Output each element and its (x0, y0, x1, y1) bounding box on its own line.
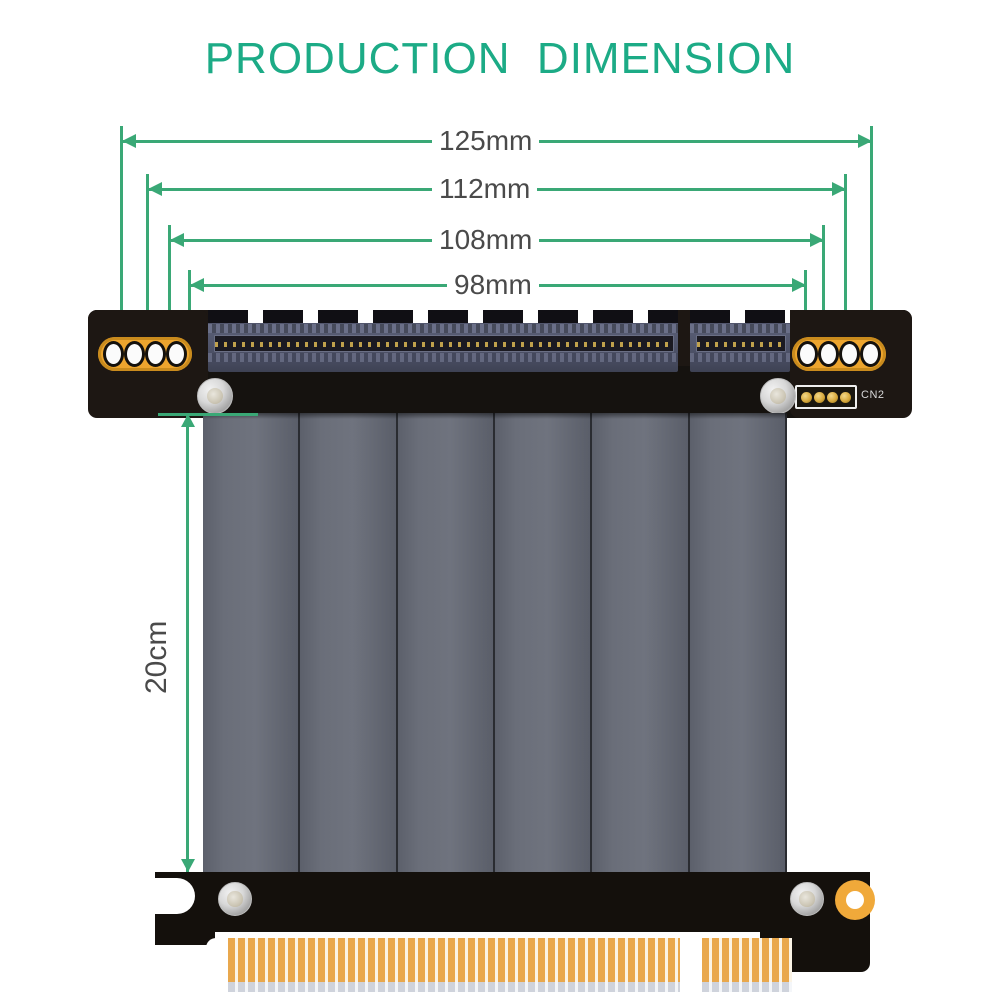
extension-line-108mm-left (168, 225, 171, 314)
pcb-notch-right-tail (870, 932, 910, 980)
solder-pad (839, 341, 860, 367)
cn2-pin (840, 391, 851, 403)
extension-line-112mm-left (146, 174, 149, 314)
cn2-label: CN2 (861, 389, 885, 401)
arrow-down-20cm (181, 859, 195, 872)
dimension-20cm: 20cm (140, 614, 174, 700)
cn2-pin (801, 391, 812, 403)
screw-hole-bottom-right (790, 882, 824, 916)
ribbon-strip (300, 413, 398, 875)
solder-pad (860, 341, 881, 367)
arrow-left-98mm (190, 278, 204, 292)
mounting-hole-gold-ring (835, 880, 875, 920)
pcb-notch-right-step (680, 938, 702, 960)
ribbon-strip (689, 413, 787, 875)
arrow-left-125mm (122, 134, 136, 148)
dimension-125mm: 125mm (432, 125, 540, 157)
extension-line-98mm-right (804, 270, 807, 314)
arrow-right-112mm (832, 182, 846, 196)
dimension-98mm: 98mm (447, 269, 539, 301)
slot-ridge-bottom-short (690, 353, 790, 362)
pcb-notch-left-outer (155, 878, 195, 914)
arrow-left-108mm (170, 233, 184, 247)
screw-hole-top-left (197, 378, 233, 414)
slot-gold-pins-main (215, 342, 673, 347)
page-title: PRODUCTION DIMENSION (204, 34, 796, 83)
dimension-line-20cm (186, 416, 189, 872)
cn2-pin-header (795, 385, 857, 409)
arrow-right-108mm (810, 233, 824, 247)
gold-fingers-lip-short (702, 982, 792, 992)
gold-pad-group-right (792, 337, 886, 371)
screw-hole-top-right (760, 378, 796, 414)
pcie-x16-gold-fingers-main (228, 938, 680, 982)
dimension-108mm: 108mm (432, 224, 540, 256)
cn2-pin (814, 391, 825, 403)
ribbon-top-shadow (203, 413, 787, 419)
slot-ridge-top-main (208, 324, 678, 333)
slot-ridge-bottom-main (208, 353, 678, 362)
solder-pad (124, 341, 145, 367)
solder-pad (103, 341, 124, 367)
slot-gold-pins-short (697, 342, 785, 347)
slot-top-teeth-main (208, 310, 678, 323)
slot-top-teeth-short (690, 310, 790, 323)
ribbon-strip (494, 413, 593, 875)
extension-line-108mm-right (822, 225, 825, 314)
solder-pad (145, 341, 166, 367)
solder-pad (166, 341, 187, 367)
bottom-pcb-board (155, 872, 870, 932)
gold-fingers-lip-main (228, 982, 680, 992)
slot-ridge-top-short (690, 324, 790, 333)
extension-line-125mm-right (870, 126, 873, 314)
arrow-right-98mm (792, 278, 806, 292)
ribbon-cable (203, 413, 787, 875)
cap-line-20cm-top (158, 413, 258, 416)
extension-line-98mm-left (188, 270, 191, 314)
pcie-x16-gold-fingers-short (702, 938, 792, 982)
ribbon-strip (397, 413, 495, 875)
screw-hole-bottom-left (218, 882, 252, 916)
slot-contact-channel-short (696, 335, 786, 352)
cn2-pin (827, 391, 838, 403)
pcb-notch-left-inner (155, 945, 215, 975)
gold-pad-group-left (98, 337, 192, 371)
extension-line-125mm-left (120, 126, 123, 314)
solder-pad (818, 341, 839, 367)
dimension-112mm: 112mm (432, 173, 538, 205)
pcie-x16-female-slot-main (208, 310, 678, 372)
pcie-x16-female-slot-short (690, 310, 790, 372)
solder-pad (797, 341, 818, 367)
ribbon-strip (592, 413, 690, 875)
top-pcb-board-lower (150, 366, 850, 418)
arrow-left-112mm (148, 182, 162, 196)
extension-line-112mm-right (844, 174, 847, 314)
arrow-right-125mm (858, 134, 872, 148)
slot-contact-channel-main (214, 335, 674, 352)
ribbon-strip (203, 413, 301, 875)
pcb-notch-left-step (206, 938, 228, 958)
arrow-up-20cm (181, 414, 195, 427)
